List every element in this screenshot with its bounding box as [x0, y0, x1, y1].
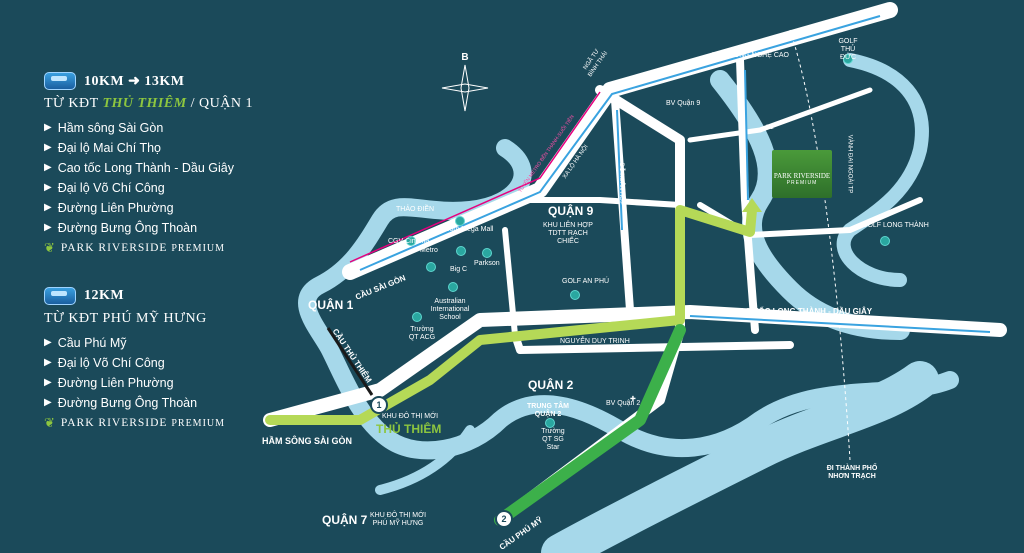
route2-from: TỪ KĐT PHÚ MỸ HƯNG — [44, 311, 207, 326]
label-ham: HẦM SÔNG SÀI GÒN — [262, 436, 353, 446]
river-east — [836, 53, 929, 287]
chevron-right-icon: ▶ — [44, 122, 52, 133]
label-golf-lt: GOLF LONG THÀNH — [862, 222, 929, 229]
river-canal — [375, 425, 475, 495]
route1-from: TỪ KĐT THỦ THIÊM / QUẬN 1 — [44, 96, 254, 111]
list-item: ▶Cầu Phú Mỹ — [44, 333, 284, 353]
label-bigc: Big C — [450, 266, 468, 273]
label-vdng: VÀNH ĐAI NGOÀI TP — [846, 134, 853, 194]
list-item: ▶Đường Bưng Ông Thoàn — [44, 218, 284, 238]
list-item: ▶Đường Liên Phường — [44, 373, 284, 393]
route-1 — [265, 205, 757, 425]
list-item: ▶Đường Liên Phường — [44, 198, 284, 218]
route1-list: ▶Hầm sông Sài Gòn ▶Đại lộ Mai Chí Thọ ▶C… — [44, 118, 284, 238]
route1-brand: ❦PARK RIVERSIDE PREMIUM — [44, 240, 226, 255]
label-golf-ap: GOLF AN PHÚ — [562, 278, 610, 285]
poi-golf-td — [843, 54, 853, 64]
label-nhon-trach: ĐI THÀNH PHỐ NHƠN TRẠCH — [826, 465, 878, 480]
route1-distance: 10KM ➜ 13KM — [84, 73, 185, 89]
poi-acg — [412, 312, 422, 322]
label-ndt: NGUYỄN DUY TRINH — [560, 338, 630, 345]
route2-panel: 12KM TỪ KĐT PHÚ MỸ HƯNG ▶Cầu Phú Mỹ ▶Đại… — [44, 285, 284, 433]
chevron-right-icon: ▶ — [44, 397, 52, 408]
poi-bigc — [456, 246, 466, 256]
label-bvq9: BV Quận 9 — [666, 100, 701, 107]
label-cao-toc: ĐƯỜNG CAO TỐC LONG THÀNH - DẦU GIÂY — [700, 307, 873, 316]
label-vincom: Vincom Mega Mall — [436, 226, 494, 233]
chevron-right-icon: ▶ — [44, 142, 52, 153]
label-bvq2: BV Quận 2 — [606, 400, 641, 407]
compass-icon: B — [440, 52, 490, 122]
chevron-right-icon: ▶ — [44, 357, 52, 368]
road-dist3 — [502, 227, 518, 338]
poi-metro — [426, 262, 436, 272]
marker-2: 2 — [495, 510, 513, 528]
district-q1: QUẬN 1 — [308, 298, 354, 312]
label-khulh: KHU LIÊN HỢP TDTT RẠCH CHIẾC — [543, 222, 593, 245]
label-ais: Australian International School — [430, 298, 470, 321]
dashed-nhon-trach — [789, 29, 851, 461]
route2-list: ▶Cầu Phú Mỹ ▶Đại lộ Võ Chí Công ▶Đường L… — [44, 333, 284, 413]
road-cao-toc — [263, 305, 1007, 427]
car-icon — [44, 72, 76, 90]
road-xa-lo-ha-noi — [342, 2, 898, 280]
marker-1: 1 — [370, 396, 388, 414]
poi-cgv — [406, 236, 416, 246]
car-icon — [44, 287, 76, 305]
poi-sgstar — [545, 418, 555, 428]
label-metro-place: Metro — [420, 247, 438, 254]
poi-bvq2-cross: ✚ — [630, 396, 636, 403]
park-riverside-logo: PARK RIVERSIDE PREMIUM — [772, 150, 832, 198]
label-cgv: CGV Cinema — [388, 238, 430, 245]
list-item: ▶Cao tốc Long Thành - Dầu Giây — [44, 158, 284, 178]
leaf-icon: ❦ — [44, 415, 56, 430]
district-q9: QUẬN 9 — [548, 204, 594, 218]
chevron-right-icon: ▶ — [44, 182, 52, 193]
list-item: ▶Đại lộ Mai Chí Thọ — [44, 138, 284, 158]
poi-ais — [448, 282, 458, 292]
label-thu-thiem: THỦ THIÊM — [376, 422, 442, 436]
route2-brand: ❦PARK RIVERSIDE PREMIUM — [44, 415, 226, 430]
label-kdt-tt: KHU ĐÔ THỊ MỚI — [382, 413, 439, 420]
list-item: ▶Đường Bưng Ông Thoàn — [44, 393, 284, 413]
label-d2: D2 — [766, 125, 774, 131]
route1-panel: 10KM ➜ 13KM TỪ KĐT THỦ THIÊM / QUẬN 1 ▶H… — [44, 70, 284, 258]
list-item: ▶Hầm sông Sài Gòn — [44, 118, 284, 138]
poi-vincom — [455, 216, 465, 226]
label-kdt-pmh: KHU ĐÔ THỊ MỚI PHÚ MỸ HƯNG — [369, 512, 427, 527]
bridge-thu-thiem — [326, 327, 374, 396]
river-saigon — [298, 139, 959, 460]
district-q7: QUẬN 7 — [322, 513, 368, 527]
chevron-right-icon: ▶ — [44, 377, 52, 388]
label-acg: Trường QT ACG — [408, 326, 436, 341]
label-khcnc: KHU CÔNG NGHỆ CAO — [712, 52, 790, 59]
leaf-icon: ❦ — [44, 240, 56, 255]
label-sgstar: Trường QT SG Star — [541, 428, 565, 451]
route-arrow-head — [742, 198, 762, 212]
label-dxh: ĐỖ XUÂN HỢP — [618, 162, 625, 206]
route-2 — [494, 324, 686, 526]
label-ttq2: TRUNG TÂM QUẬN 2 — [527, 403, 569, 418]
chevron-right-icon: ▶ — [44, 162, 52, 173]
river-lower — [541, 361, 939, 553]
route2-distance: 12KM — [84, 288, 125, 303]
chevron-right-icon: ▶ — [44, 222, 52, 233]
label-thao-dien: THẢO ĐIỀN — [396, 206, 435, 213]
poi-golf-ap — [570, 290, 580, 300]
label-parkson: Parkson — [474, 260, 500, 267]
list-item: ▶Đại lộ Võ Chí Công — [44, 353, 284, 373]
district-q2: QUẬN 2 — [528, 378, 574, 392]
road-dist2 — [517, 197, 683, 208]
poi-parkson — [482, 248, 492, 258]
metro-line — [349, 91, 601, 263]
road-d2 — [687, 87, 873, 143]
label-golf-td: GOLF THỦ ĐỨC — [838, 38, 858, 61]
poi-golf-lt — [880, 236, 890, 246]
chevron-right-icon: ▶ — [44, 202, 52, 213]
list-item: ▶Đại lộ Võ Chí Công — [44, 178, 284, 198]
road-vanh-dai — [736, 56, 759, 334]
chevron-right-icon: ▶ — [44, 337, 52, 348]
